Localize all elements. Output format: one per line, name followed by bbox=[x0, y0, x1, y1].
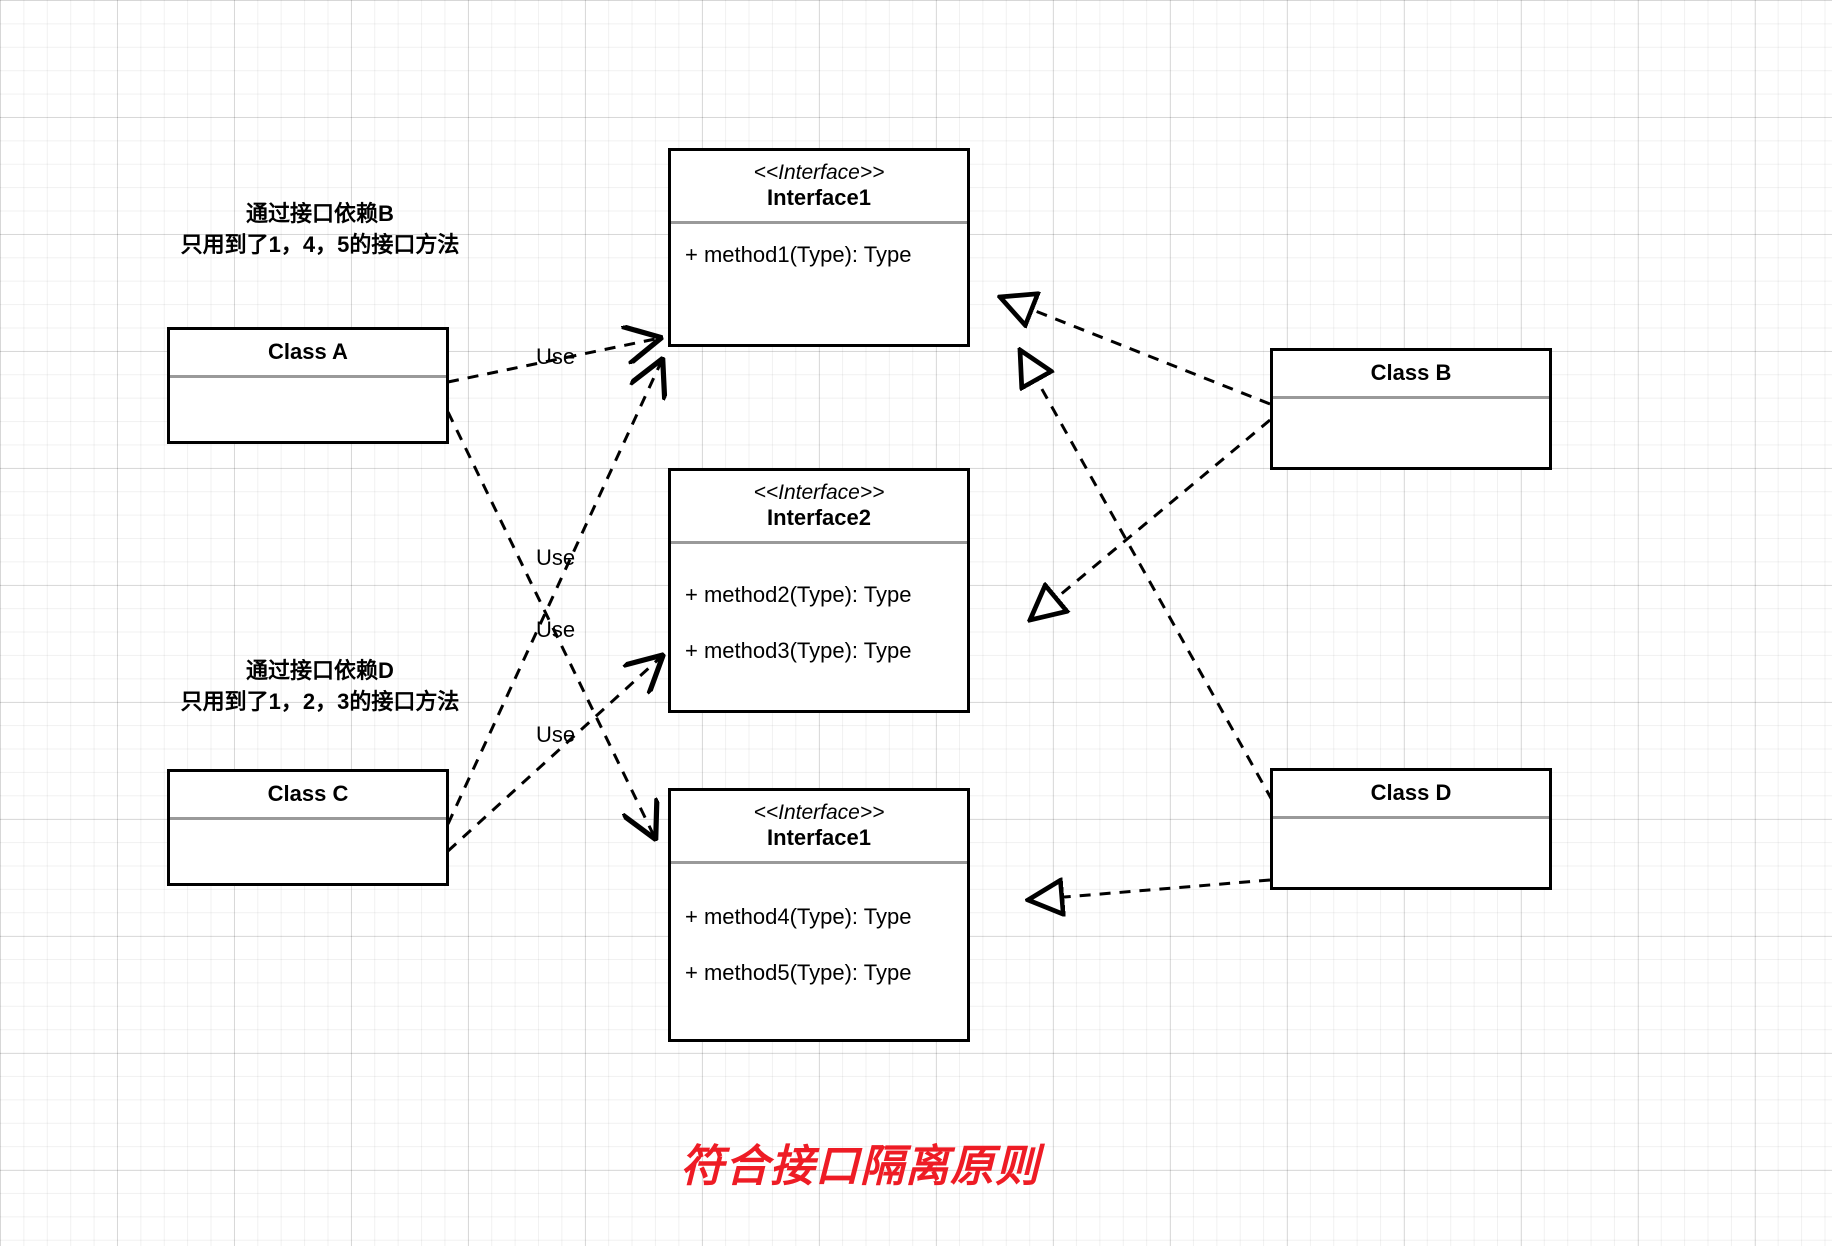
interface-box-interface1[interactable]: <<Interface>> Interface1 + method1(Type)… bbox=[668, 148, 970, 347]
class-b-title: Class B bbox=[1370, 360, 1452, 386]
edge-class-b-realizes-interface2 bbox=[1030, 418, 1271, 620]
interface1-method-1: + method1(Type): Type bbox=[685, 242, 912, 267]
interface1-stereotype: <<Interface>> bbox=[753, 160, 885, 184]
class-box-class-a[interactable]: Class A bbox=[167, 327, 449, 444]
edge-class-d-realizes-interface1 bbox=[1020, 350, 1274, 801]
class-d-title: Class D bbox=[1370, 780, 1452, 806]
class-box-class-d[interactable]: Class D bbox=[1270, 768, 1552, 890]
class-c-title: Class C bbox=[267, 781, 349, 807]
class-b-body bbox=[1273, 399, 1549, 467]
interface3-title: Interface1 bbox=[767, 824, 871, 850]
interface2-header: <<Interface>> Interface2 bbox=[671, 471, 967, 544]
class-a-body bbox=[170, 378, 446, 441]
edge-class-c-uses-interface1 bbox=[446, 360, 662, 825]
interface3-method-4: + method4(Type): Type bbox=[685, 904, 912, 929]
interface2-body: + method2(Type): Type + method3(Type): T… bbox=[671, 544, 967, 710]
interface3-method-5: + method5(Type): Type bbox=[685, 960, 912, 985]
class-d-header: Class D bbox=[1273, 771, 1549, 819]
class-box-class-b[interactable]: Class B bbox=[1270, 348, 1552, 470]
edge-class-b-realizes-interface1 bbox=[1000, 297, 1271, 406]
interface-box-interface2[interactable]: <<Interface>> Interface2 + method2(Type)… bbox=[668, 468, 970, 713]
class-c-header: Class C bbox=[170, 772, 446, 820]
class-box-class-c[interactable]: Class C bbox=[167, 769, 449, 886]
interface3-body: + method4(Type): Type + method5(Type): T… bbox=[671, 864, 967, 1039]
note-class-a: 通过接口依赖B 只用到了1，4，5的接口方法 bbox=[180, 201, 460, 258]
interface3-stereotype: <<Interface>> bbox=[753, 800, 885, 824]
interface2-stereotype: <<Interface>> bbox=[753, 480, 885, 504]
edge-label-use-a-interface1: Use bbox=[536, 344, 576, 369]
interface1-body: + method1(Type): Type bbox=[671, 224, 967, 344]
diagram-caption: 符合接口隔离原则 bbox=[680, 1142, 1040, 1191]
interface2-method-2: + method2(Type): Type bbox=[685, 582, 912, 607]
class-c-body bbox=[170, 820, 446, 883]
interface2-title: Interface2 bbox=[767, 504, 871, 530]
interface1-header: <<Interface>> Interface1 bbox=[671, 151, 967, 224]
interface3-header: <<Interface>> Interface1 bbox=[671, 791, 967, 864]
interface2-method-3: + method3(Type): Type bbox=[685, 638, 912, 663]
class-b-header: Class B bbox=[1273, 351, 1549, 399]
edge-label-use-c-interface1: Use bbox=[536, 545, 576, 570]
edge-class-d-realizes-interface3 bbox=[1028, 880, 1271, 900]
class-a-header: Class A bbox=[170, 330, 446, 378]
interface-box-interface3[interactable]: <<Interface>> Interface1 + method4(Type)… bbox=[668, 788, 970, 1042]
class-d-body bbox=[1273, 819, 1549, 887]
edge-label-use-c-interface2: Use bbox=[536, 617, 576, 642]
note-class-c: 通过接口依赖D 只用到了1，2，3的接口方法 bbox=[180, 658, 460, 715]
class-a-title: Class A bbox=[268, 339, 348, 365]
edge-label-use-a-interface3: Use bbox=[536, 722, 576, 747]
interface1-title: Interface1 bbox=[767, 184, 871, 210]
